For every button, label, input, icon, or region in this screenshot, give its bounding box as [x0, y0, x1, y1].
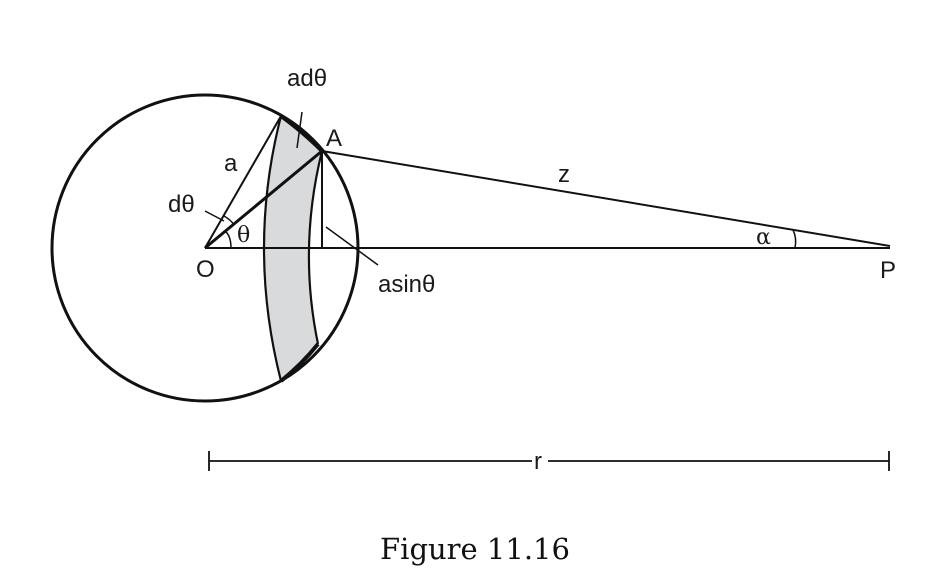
label-radius-a: a: [224, 150, 238, 177]
label-r: r: [534, 448, 542, 475]
dtheta-leader: [204, 210, 225, 222]
theta-angle-arc: [224, 230, 232, 249]
line-ap: [321, 150, 891, 247]
height-leader: [325, 226, 379, 266]
band-outer-arc-top: [279, 114, 324, 153]
r-label-gap: [532, 450, 548, 472]
alpha-angle-arc: [792, 229, 797, 249]
radius-line-oa: [204, 149, 323, 250]
dtheta-angle-arc: [223, 215, 235, 226]
figure-caption: Figure 11.16: [380, 532, 570, 566]
label-origin-o: O: [196, 256, 215, 283]
label-asintheta: asinθ: [378, 271, 435, 298]
label-adtheta: adθ: [287, 65, 327, 92]
label-z: z: [558, 161, 570, 188]
label-point-p: P: [880, 257, 896, 284]
adtheta-leader: [296, 111, 303, 149]
label-dtheta: dθ: [168, 191, 195, 218]
radius-line-upper: [204, 115, 282, 249]
label-point-a: A: [326, 125, 342, 152]
label-alpha: α: [756, 225, 771, 250]
label-theta: θ: [237, 223, 250, 248]
band-outer-arc-bottom: [279, 342, 320, 383]
